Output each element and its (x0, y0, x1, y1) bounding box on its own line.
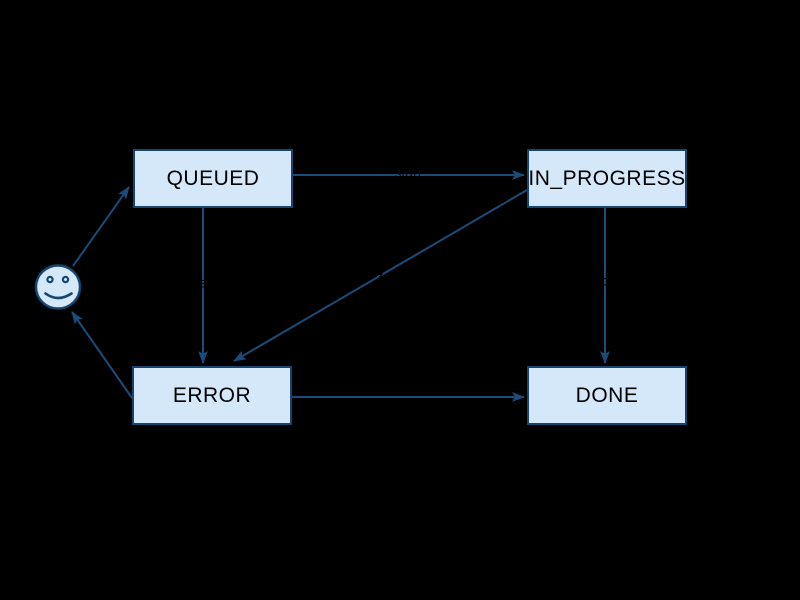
state-node-in-progress: IN_PROGRESS (527, 149, 687, 208)
state-node-error-label: ERROR (172, 383, 252, 407)
user-smiley-icon (34, 264, 82, 310)
edge-label-start: start (394, 164, 422, 181)
state-node-in-progress-label: IN_PROGRESS (528, 166, 686, 190)
state-node-done: DONE (527, 366, 687, 425)
edge-in-progress-to-error (233, 189, 528, 362)
state-node-done-label: DONE (575, 383, 639, 407)
edge-label-success: success (579, 272, 631, 289)
state-node-error: ERROR (132, 366, 292, 425)
edge-user-to-queued (72, 186, 130, 267)
state-node-queued-label: QUEUED (166, 166, 260, 190)
edge-error-to-user (71, 311, 133, 399)
state-node-queued: QUEUED (133, 149, 293, 208)
edge-label-fail: fail (379, 270, 397, 287)
edge-label-timeout: timeout (180, 274, 226, 291)
